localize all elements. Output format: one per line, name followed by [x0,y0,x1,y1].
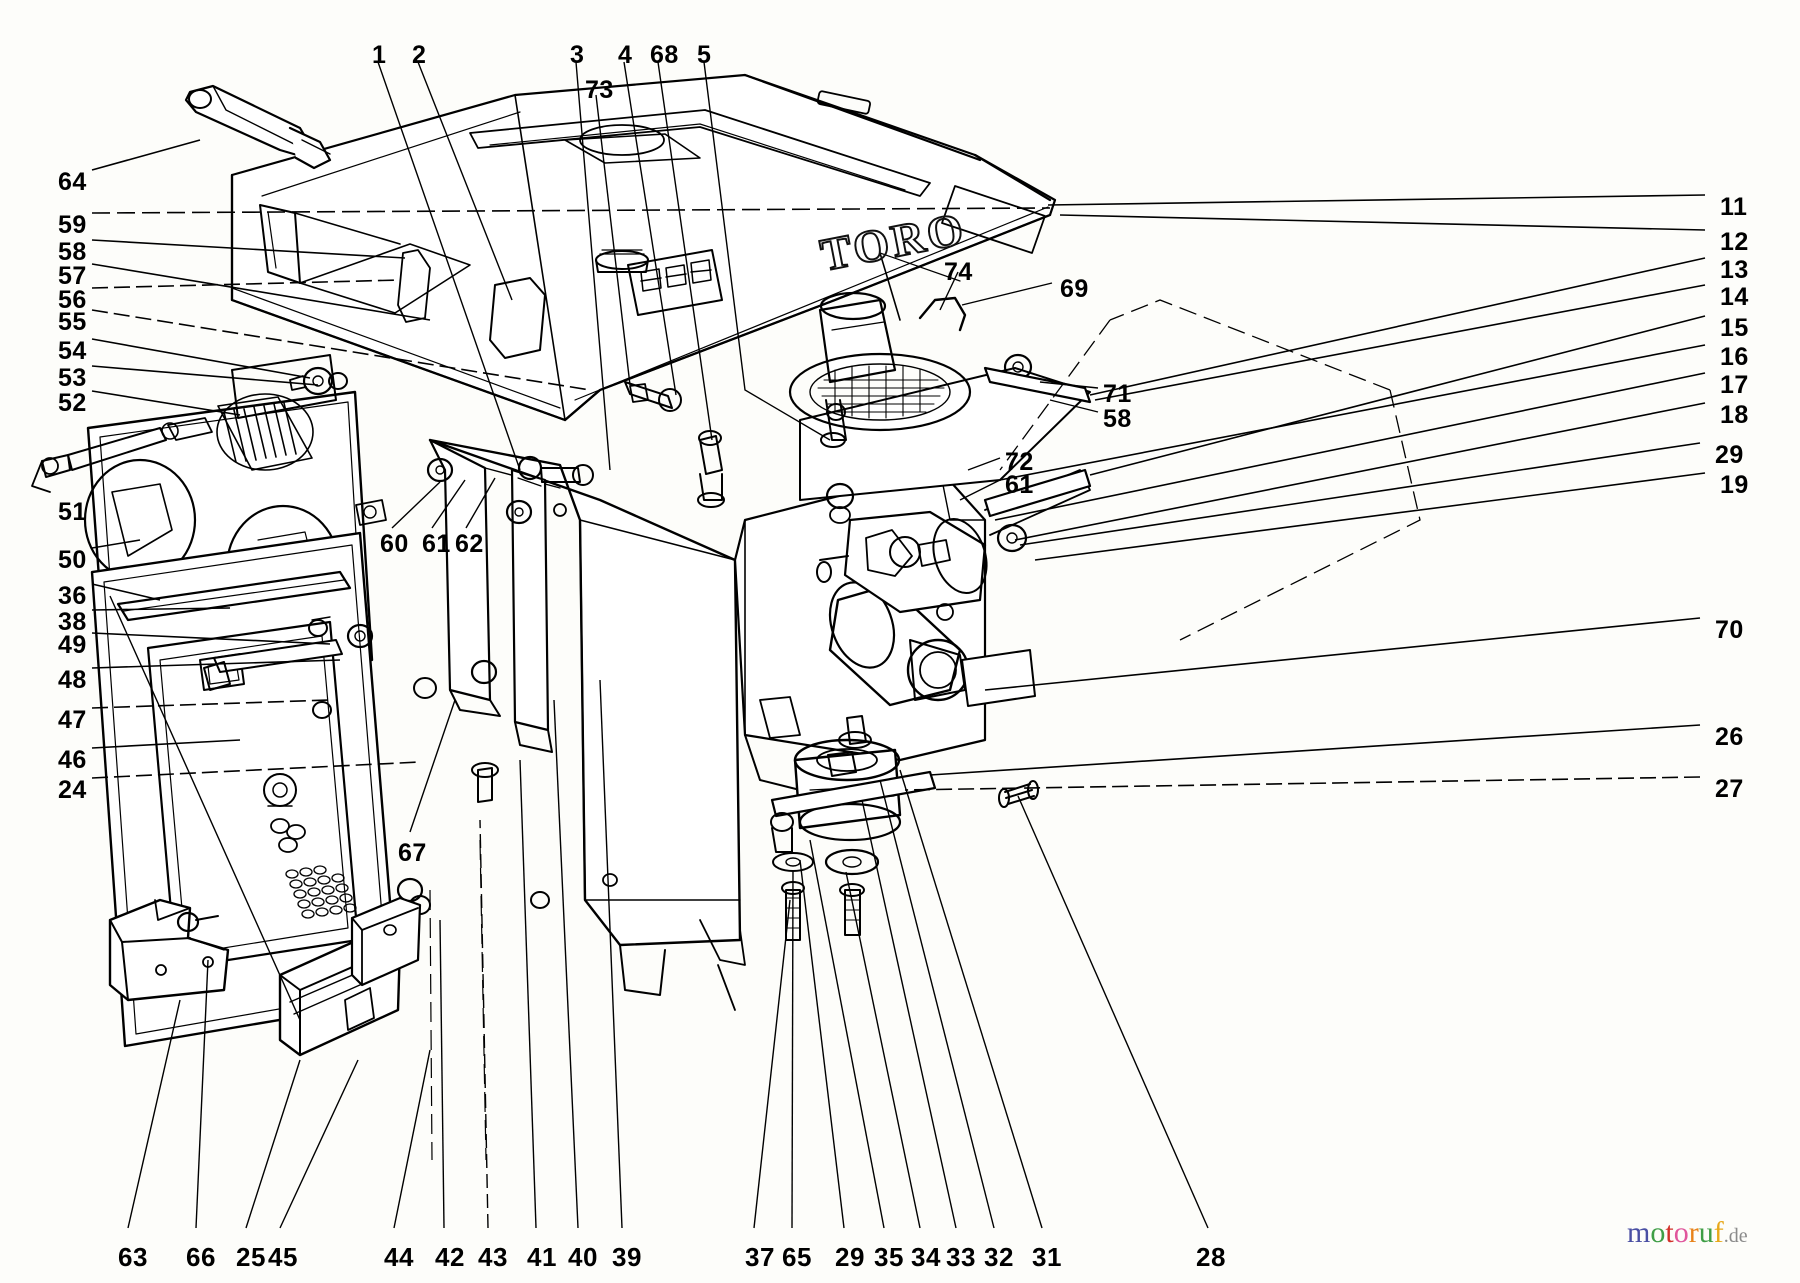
wm-letter-o1: o [1650,1216,1666,1249]
callout-interior-58: 58 [1103,405,1132,433]
callout-right-11: 11 [1720,193,1748,221]
callout-left-55: 55 [58,308,87,336]
callout-bottom-42: 42 [435,1242,465,1272]
callout-top-68: 68 [650,41,679,69]
callout-right-14: 14 [1720,283,1749,311]
callout-left-54: 54 [58,337,87,365]
callout-bottom-37: 37 [745,1242,775,1272]
wm-letter-r: r [1688,1216,1699,1249]
callout-left-51: 51 [58,498,87,526]
handle-part [184,84,332,170]
callout-bottom-63: 63 [118,1242,148,1272]
air-cleaner-assembly [624,291,972,508]
callout-interior-61: 61 [1005,471,1034,499]
callout-bottom-43: 43 [478,1242,508,1272]
callout-bottom-25: 25 [236,1242,266,1272]
callout-bottom-40: 40 [568,1242,598,1272]
callout-bottom-33: 33 [946,1242,976,1272]
wm-letter-m: m [1627,1216,1651,1249]
hood-assembly [230,73,1057,422]
wm-letter-t: t [1665,1216,1674,1249]
callout-bottom-29: 29 [835,1242,865,1272]
callout-left-58: 58 [58,238,87,266]
lower-fasteners [530,873,618,909]
callout-top-73: 73 [585,76,614,104]
callout-right-29: 29 [1715,441,1744,469]
wm-letter-u: u [1698,1216,1714,1249]
callout-bottom-34: 34 [911,1242,941,1272]
callout-top-1: 1 [372,41,387,69]
callout-left-57: 57 [58,262,87,290]
callout-bottom-28: 28 [1196,1242,1226,1272]
callout-bottom-35: 35 [874,1242,904,1272]
callout-right-26: 26 [1715,723,1744,751]
callout-left-46: 46 [58,746,87,774]
callout-interior-74: 74 [944,258,973,286]
callout-left-24: 24 [58,776,87,804]
callout-bottom-44: 44 [384,1242,414,1272]
callout-left-36: 36 [58,582,87,610]
wm-letter-o2: o [1673,1216,1689,1249]
callout-bottom-66: 66 [186,1242,216,1272]
callout-left-53: 53 [58,364,87,392]
callout-top-2: 2 [412,41,427,69]
callout-bottom-32: 32 [984,1242,1014,1272]
callout-right-27: 27 [1715,775,1744,803]
callout-interior-69: 69 [1060,275,1089,303]
callout-right-70: 70 [1715,616,1744,644]
callout-left-56: 56 [58,286,87,314]
callout-left-64: 64 [58,168,87,196]
callout-left-52: 52 [58,389,87,417]
callout-right-16: 16 [1720,343,1749,371]
callout-right-13: 13 [1720,256,1749,284]
callout-right-12: 12 [1720,228,1749,256]
callout-right-15: 15 [1720,314,1749,342]
callout-interior-61: 61 [422,530,451,558]
callout-left-49: 49 [58,631,87,659]
callout-bottom-41: 41 [527,1242,557,1272]
bracket-small-right [350,896,422,987]
wm-letter-f: f [1713,1216,1724,1249]
callout-bottom-65: 65 [782,1242,812,1272]
callout-right-19: 19 [1720,471,1749,499]
callout-bottom-31: 31 [1032,1242,1062,1272]
callout-right-17: 17 [1720,371,1749,399]
callout-top-4: 4 [618,41,633,69]
pulley-clutch-assembly [770,715,1039,941]
callout-top-5: 5 [697,41,712,69]
callout-left-50: 50 [58,546,87,574]
wm-suffix-de: .de [1723,1225,1748,1247]
callout-interior-62: 62 [455,530,484,558]
callout-left-59: 59 [58,211,87,239]
callout-bottom-45: 45 [268,1242,298,1272]
motoruf-watermark: motoruf.de [1627,1216,1748,1250]
hardware-fasteners [231,353,1092,915]
callout-interior-67: 67 [398,839,427,867]
callout-interior-71: 71 [1103,380,1132,408]
callout-left-47: 47 [58,706,87,734]
callout-bottom-39: 39 [612,1242,642,1272]
callout-interior-72: 72 [1005,448,1034,476]
callout-left-38: 38 [58,608,87,636]
callout-top-3: 3 [570,41,585,69]
callout-left-48: 48 [58,666,87,694]
callout-right-18: 18 [1720,401,1749,429]
callout-interior-60: 60 [380,530,409,558]
